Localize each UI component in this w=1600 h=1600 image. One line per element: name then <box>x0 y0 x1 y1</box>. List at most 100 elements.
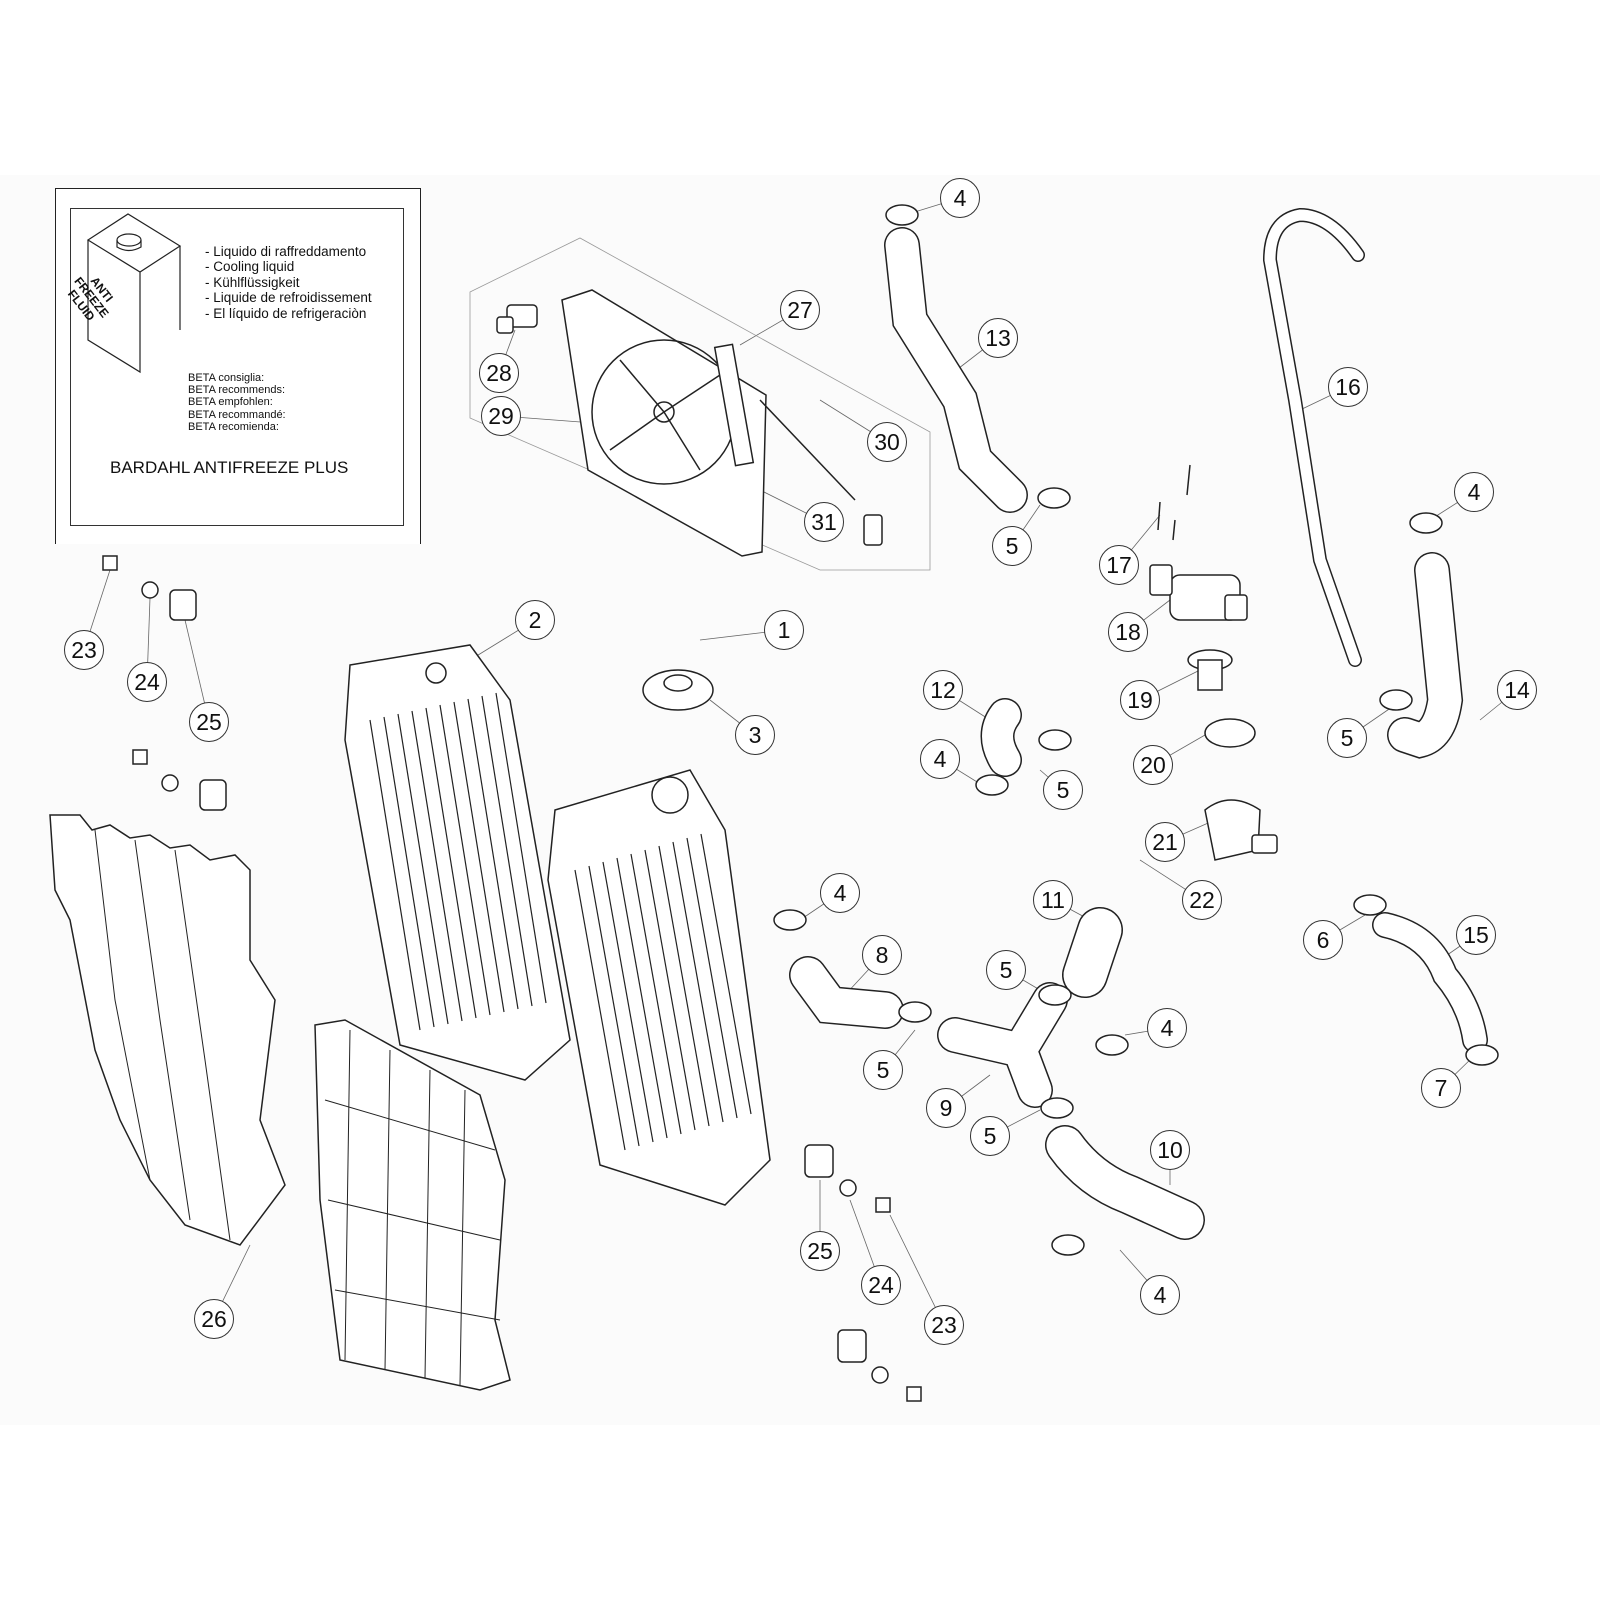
recommend-line: BETA recomienda: <box>188 420 279 433</box>
callout-part-31: 31 <box>804 502 844 542</box>
fan-assembly <box>561 289 883 557</box>
radiator-fin <box>495 692 547 1004</box>
radiator-fin <box>453 701 505 1013</box>
radiator-fin <box>616 857 668 1139</box>
shroud-26 <box>49 814 286 1246</box>
callout-part-30: 30 <box>867 422 907 462</box>
callout-part-5: 5 <box>863 1050 903 1090</box>
callout-part-19: 19 <box>1120 680 1160 720</box>
callout-part-4: 4 <box>1147 1008 1187 1048</box>
hose-clamp <box>1038 729 1072 751</box>
callout-part-23: 23 <box>924 1305 964 1345</box>
callout-part-4: 4 <box>1140 1275 1180 1315</box>
recommend-line: BETA recommends: <box>188 384 285 397</box>
callout-part-25: 25 <box>800 1231 840 1271</box>
recommend-line: BETA empfohlen: <box>188 396 273 409</box>
callout-part-25: 25 <box>189 702 229 742</box>
thermostat-housing <box>1149 564 1278 861</box>
hose-clamp <box>1051 1234 1085 1256</box>
liquid-line: - Kühlflüssigkeit <box>205 274 300 290</box>
callout-part-28: 28 <box>479 353 519 393</box>
callout-part-26: 26 <box>194 1299 234 1339</box>
callout-part-13: 13 <box>978 318 1018 358</box>
radiator-fin <box>397 713 449 1025</box>
radiator-fin <box>467 698 519 1010</box>
radiator-right <box>547 769 771 1206</box>
callout-part-21: 21 <box>1145 822 1185 862</box>
callout-part-22: 22 <box>1182 880 1222 920</box>
callout-part-24: 24 <box>861 1265 901 1305</box>
callout-part-20: 20 <box>1133 745 1173 785</box>
callout-part-11: 11 <box>1033 880 1073 920</box>
hose-clamp <box>1409 512 1443 534</box>
radiator-fin <box>644 849 696 1131</box>
hose-clamp <box>1037 487 1071 509</box>
radiator-fin <box>411 710 463 1022</box>
fan-switch <box>496 304 538 334</box>
callout-part-14: 14 <box>1497 670 1537 710</box>
recommend-line: BETA consiglia: <box>188 372 265 384</box>
hose-clamp <box>1038 984 1072 1006</box>
callout-part-8: 8 <box>862 935 902 975</box>
callout-part-4: 4 <box>920 739 960 779</box>
callout-part-24: 24 <box>127 662 167 702</box>
radiator-fin <box>425 707 477 1019</box>
liquid-line: - Liquido di raffreddamento <box>205 244 367 259</box>
grommets-bolts <box>102 555 922 1402</box>
callout-part-3: 3 <box>735 715 775 755</box>
radiator-left <box>344 644 571 1081</box>
hose-clamp <box>1040 1097 1074 1119</box>
callout-part-4: 4 <box>1454 472 1494 512</box>
liquid-line: - Liquide de refroidissement <box>205 290 372 306</box>
callout-part-27: 27 <box>780 290 820 330</box>
callout-part-29: 29 <box>481 396 521 436</box>
callout-part-4: 4 <box>820 873 860 913</box>
radiator-fin <box>602 861 654 1143</box>
recommend-line: BETA recommandé: <box>188 408 286 421</box>
callout-part-5: 5 <box>992 526 1032 566</box>
callout-part-16: 16 <box>1328 367 1368 407</box>
hose-clamp <box>885 204 919 226</box>
radiator-fin <box>658 845 710 1127</box>
liquid-line: - El líquido de refrigeraciòn <box>205 305 367 321</box>
callout-part-23: 23 <box>64 630 104 670</box>
callout-part-5: 5 <box>986 950 1026 990</box>
radiator-fin <box>700 833 752 1115</box>
radiator-fin <box>574 869 626 1151</box>
callout-part-10: 10 <box>1150 1130 1190 1170</box>
callout-part-17: 17 <box>1099 545 1139 585</box>
radiator-fin <box>369 719 421 1031</box>
recommendation-lines: BETA consiglia: BETA recommends: BETA em… <box>188 372 286 433</box>
hose-clamp <box>1379 689 1413 711</box>
radiator-cap <box>642 669 714 711</box>
hose-clamp <box>1465 1044 1499 1066</box>
hose-clamp <box>1095 1034 1129 1056</box>
radiator-fin <box>630 853 682 1135</box>
hose-clamp <box>975 774 1009 796</box>
coolant-legend <box>70 208 404 526</box>
hose-clamps <box>773 204 1499 1256</box>
callout-part-5: 5 <box>1327 718 1367 758</box>
callout-part-1: 1 <box>764 610 804 650</box>
radiator-fin <box>439 704 491 1016</box>
callout-part-12: 12 <box>923 670 963 710</box>
product-name: BARDAHL ANTIFREEZE PLUS <box>110 458 349 477</box>
hose-clamp <box>773 909 807 931</box>
callout-part-6: 6 <box>1303 920 1343 960</box>
fan-group-frame <box>469 237 931 571</box>
callout-part-2: 2 <box>515 600 555 640</box>
hose-clamp <box>1353 894 1387 916</box>
callout-part-9: 9 <box>926 1088 966 1128</box>
callout-part-5: 5 <box>1043 770 1083 810</box>
callout-part-5: 5 <box>970 1116 1010 1156</box>
liquid-names: - Liquido di raffreddamento - Cooling li… <box>205 244 372 321</box>
radiator-fin <box>481 695 533 1007</box>
callout-part-7: 7 <box>1421 1068 1461 1108</box>
radiator-fin <box>588 865 640 1147</box>
screws-17 <box>1157 464 1191 541</box>
callout-part-4: 4 <box>940 178 980 218</box>
radiator-fin <box>383 716 435 1028</box>
liquid-line: - Cooling liquid <box>205 259 295 275</box>
